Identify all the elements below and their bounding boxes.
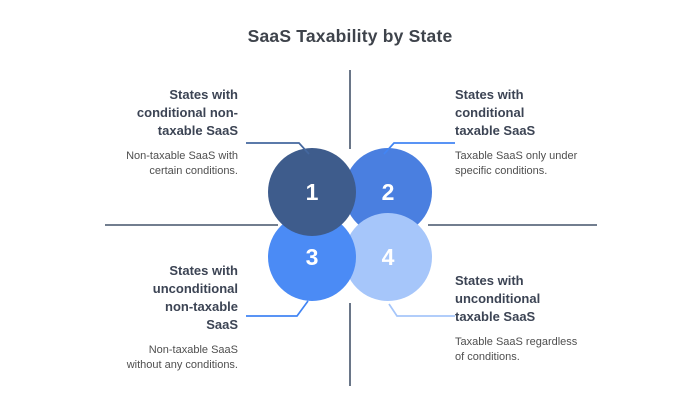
connector-top-left <box>246 142 310 155</box>
quadrant-bottom-right: States with unconditional taxable SaaS T… <box>455 272 620 365</box>
quadrant-top-left-description: Non-taxable SaaS with certain conditions… <box>126 150 238 177</box>
quadrant-bottom-left-heading: States with unconditional non-taxable Sa… <box>152 263 238 332</box>
connector-bottom-right <box>388 303 455 317</box>
quadrant-top-left-heading: States with conditional non- taxable Saa… <box>136 87 238 138</box>
quadrant-bottom-left-description: Non-taxable SaaS without any conditions. <box>126 344 238 371</box>
circle-3 <box>268 213 356 301</box>
quadrant-top-right: States with conditional taxable SaaS Tax… <box>455 86 620 179</box>
diagram-title: SaaS Taxability by State <box>247 26 453 46</box>
circle-1 <box>268 148 356 236</box>
quadrant-top-right-description: Taxable SaaS only under specific conditi… <box>455 150 578 177</box>
quadrant-bottom-right-description: Taxable SaaS regardless of conditions. <box>455 336 578 363</box>
quadrant-bottom-right-heading: States with unconditional taxable SaaS <box>455 273 541 324</box>
circle-3-number: 3 <box>306 244 319 270</box>
circle-1-number: 1 <box>306 179 319 205</box>
circle-4-number: 4 <box>382 244 395 270</box>
connector-top-right <box>383 142 455 155</box>
quadrant-bottom-left: States with unconditional non-taxable Sa… <box>73 262 238 373</box>
quadrant-top-left: States with conditional non- taxable Saa… <box>73 86 238 179</box>
circle-4 <box>344 213 432 301</box>
connector-bottom-left <box>246 300 309 317</box>
circle-2-number: 2 <box>382 179 395 205</box>
quadrant-top-right-heading: States with conditional taxable SaaS <box>455 87 536 138</box>
circle-2 <box>344 148 432 236</box>
